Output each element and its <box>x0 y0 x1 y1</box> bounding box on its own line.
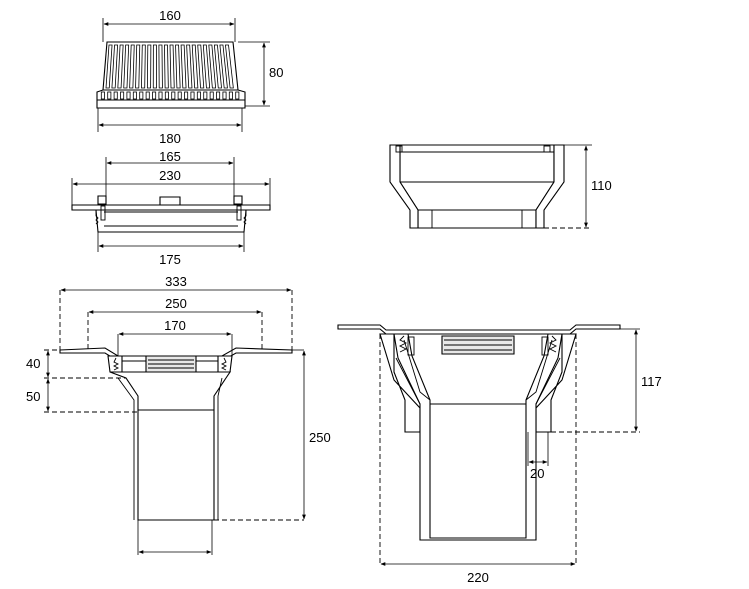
dim-label: 165 <box>159 149 181 164</box>
dim-outlet-inner: 170 <box>117 318 233 356</box>
grate-foot-slot <box>190 91 195 100</box>
dim-label: 250 <box>309 430 331 445</box>
grate-slot <box>123 44 130 89</box>
dim-outlet-height: 250 <box>214 349 331 521</box>
grate-slot <box>225 44 234 89</box>
dim-grate-bottom-width: 180 <box>97 108 243 146</box>
grate-slot <box>219 44 228 89</box>
dim-label: 180 <box>159 131 181 146</box>
grate-slot <box>180 44 187 89</box>
grate-slot <box>191 44 199 89</box>
dim-assembly-gap: 20 <box>527 432 549 481</box>
dim-label: 230 <box>159 168 181 183</box>
grate-slot <box>213 44 222 89</box>
grate-slot <box>105 44 113 89</box>
dim-adapter-height: 110 <box>544 144 612 229</box>
grate-slot <box>152 44 157 89</box>
grate-foot-slot <box>158 91 163 100</box>
grate-slot <box>111 44 119 89</box>
grate-slot <box>164 44 169 89</box>
assembly-view <box>337 324 621 541</box>
grate-slot <box>141 44 146 89</box>
grate-foot-slot <box>113 91 118 100</box>
dim-label: 20 <box>530 466 544 481</box>
grate-slot <box>169 44 175 89</box>
grate-slot <box>208 44 217 89</box>
grate-slot <box>117 44 124 89</box>
grate-view <box>96 41 246 109</box>
dim-outlet-step2: 50 <box>26 378 138 413</box>
dim-frame-inner: 165 <box>105 149 235 196</box>
dim-assembly-width: 220 <box>379 334 577 585</box>
dim-label: 175 <box>159 252 181 267</box>
grate-foot-slot <box>139 91 144 100</box>
dim-label: 170 <box>164 318 186 333</box>
dim-outlet-step1: 40 <box>26 349 126 379</box>
adapter-view <box>389 144 565 229</box>
dim-outlet-flange: 250 <box>87 296 263 350</box>
grate-foot-slot <box>107 91 112 100</box>
grate-foot-slot <box>184 91 189 100</box>
grate-slot <box>158 44 163 89</box>
grate-foot-slot <box>171 91 176 100</box>
grate-foot-slot <box>100 91 105 100</box>
dim-label: 220 <box>467 570 489 585</box>
dim-label: 80 <box>269 65 283 80</box>
dim-assembly-height: 117 <box>551 328 662 433</box>
dim-label: 110 <box>591 178 612 193</box>
dim-outlet-overall: 333 <box>59 274 293 350</box>
dim-label: 333 <box>165 274 187 289</box>
grate-slot <box>146 44 152 89</box>
grate-slot <box>197 44 205 89</box>
dim-label: 40 <box>26 356 40 371</box>
dim-label: 50 <box>26 389 40 404</box>
grate-slot <box>129 44 135 89</box>
grate-foot-slot <box>235 91 240 100</box>
grate-foot-slot <box>164 91 169 100</box>
dim-frame-bottom: 175 <box>97 232 245 267</box>
grate-foot-slot <box>228 91 233 100</box>
dim-grate-height: 80 <box>238 41 283 107</box>
dim-outlet-pipe-width <box>137 520 213 555</box>
grate-slot <box>202 44 211 89</box>
grate-foot-slot <box>216 91 221 100</box>
frame-view <box>71 195 271 233</box>
dim-label: 117 <box>641 374 662 389</box>
grate-slot <box>175 44 181 89</box>
grate-foot-slot <box>152 91 157 100</box>
grate-foot-slot <box>203 91 208 100</box>
dim-frame-mid: 230 <box>71 168 271 205</box>
grate-foot-slot <box>145 91 150 100</box>
grate-foot-slot <box>126 91 131 100</box>
grate-foot-slot <box>209 91 214 100</box>
outlet-view <box>59 347 293 521</box>
grate-bars <box>100 44 240 100</box>
dim-label: 250 <box>165 296 187 311</box>
grate-foot-slot <box>120 91 125 100</box>
grate-slot <box>135 44 141 89</box>
grate-foot-slot <box>196 91 201 100</box>
grate-foot-slot <box>132 91 137 100</box>
dim-label: 160 <box>159 8 181 23</box>
grate-foot-slot <box>222 91 227 100</box>
dim-grate-top-width: 160 <box>102 8 236 42</box>
grate-slot <box>186 44 193 89</box>
grate-foot-slot <box>177 91 182 100</box>
